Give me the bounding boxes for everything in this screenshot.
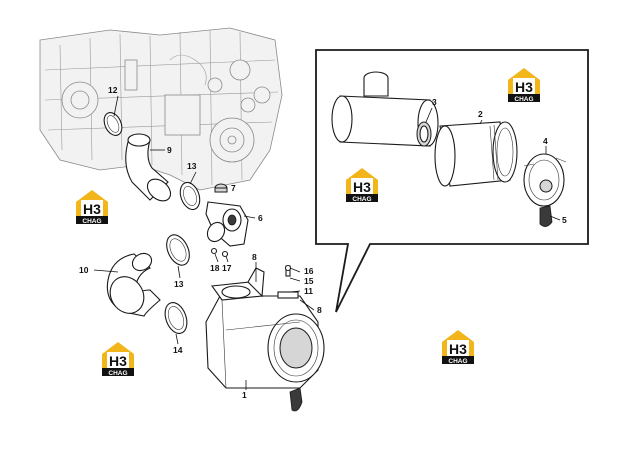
logo-sub-text: CHAG (448, 358, 467, 365)
logo-sub-text: CHAG (514, 96, 533, 103)
callout-8-right: 8 (317, 305, 322, 315)
callout-13-lower: 13 (174, 279, 184, 289)
callout-7: 7 (231, 183, 236, 193)
cover-4 (523, 153, 567, 227)
callout-6: 6 (258, 213, 263, 223)
screw-18 (210, 247, 218, 255)
callout-11: 11 (304, 286, 313, 296)
logo-sub-text: CHAG (108, 370, 127, 377)
air-filter-housing-1 (205, 267, 325, 412)
callout-14: 14 (173, 345, 183, 355)
logo-brand-text: H3 (109, 353, 127, 369)
callout-9: 9 (167, 145, 172, 155)
detail-inset (315, 49, 589, 313)
bolt-17 (221, 250, 229, 258)
callout-18: 18 (210, 263, 220, 273)
hose-clamp-13-upper (179, 181, 201, 211)
leader-lines (93, 95, 561, 390)
filter-element-2 (434, 121, 518, 187)
adapter-6 (205, 201, 249, 247)
callout-2: 2 (478, 109, 483, 119)
seal-ring-3 (416, 121, 432, 147)
engine-illustration (39, 27, 283, 191)
callout-17: 17 (222, 263, 232, 273)
hose-clamp-14 (164, 302, 188, 334)
callout-16: 16 (304, 266, 314, 276)
hose-clamp-13-lower (166, 234, 190, 266)
logo-brand-text: H3 (515, 79, 533, 95)
cap-7 (214, 183, 228, 193)
callout-4: 4 (543, 136, 548, 146)
callout-12: 12 (108, 85, 118, 95)
callout-13-upper: 13 (187, 161, 197, 171)
air-duct-9 (125, 133, 172, 202)
callout-3: 3 (432, 97, 437, 107)
logo-brand-text: H3 (83, 201, 101, 217)
callout-10: 10 (79, 265, 89, 275)
logo-brand-text: H3 (449, 341, 467, 357)
callout-labels: 12 9 13 7 6 10 13 14 18 17 8 16 15 11 8 … (79, 85, 567, 400)
mount-hardware (277, 264, 299, 299)
hose-clamp-12 (103, 112, 123, 136)
logo-brand-text: H3 (353, 179, 371, 195)
callout-5: 5 (562, 215, 567, 225)
callout-1: 1 (242, 390, 247, 400)
logo-sub-text: CHAG (82, 218, 101, 225)
callout-8-left: 8 (252, 252, 257, 262)
logo-sub-text: CHAG (352, 196, 371, 203)
elbow-hose-10 (106, 252, 161, 317)
callout-15: 15 (304, 276, 314, 286)
